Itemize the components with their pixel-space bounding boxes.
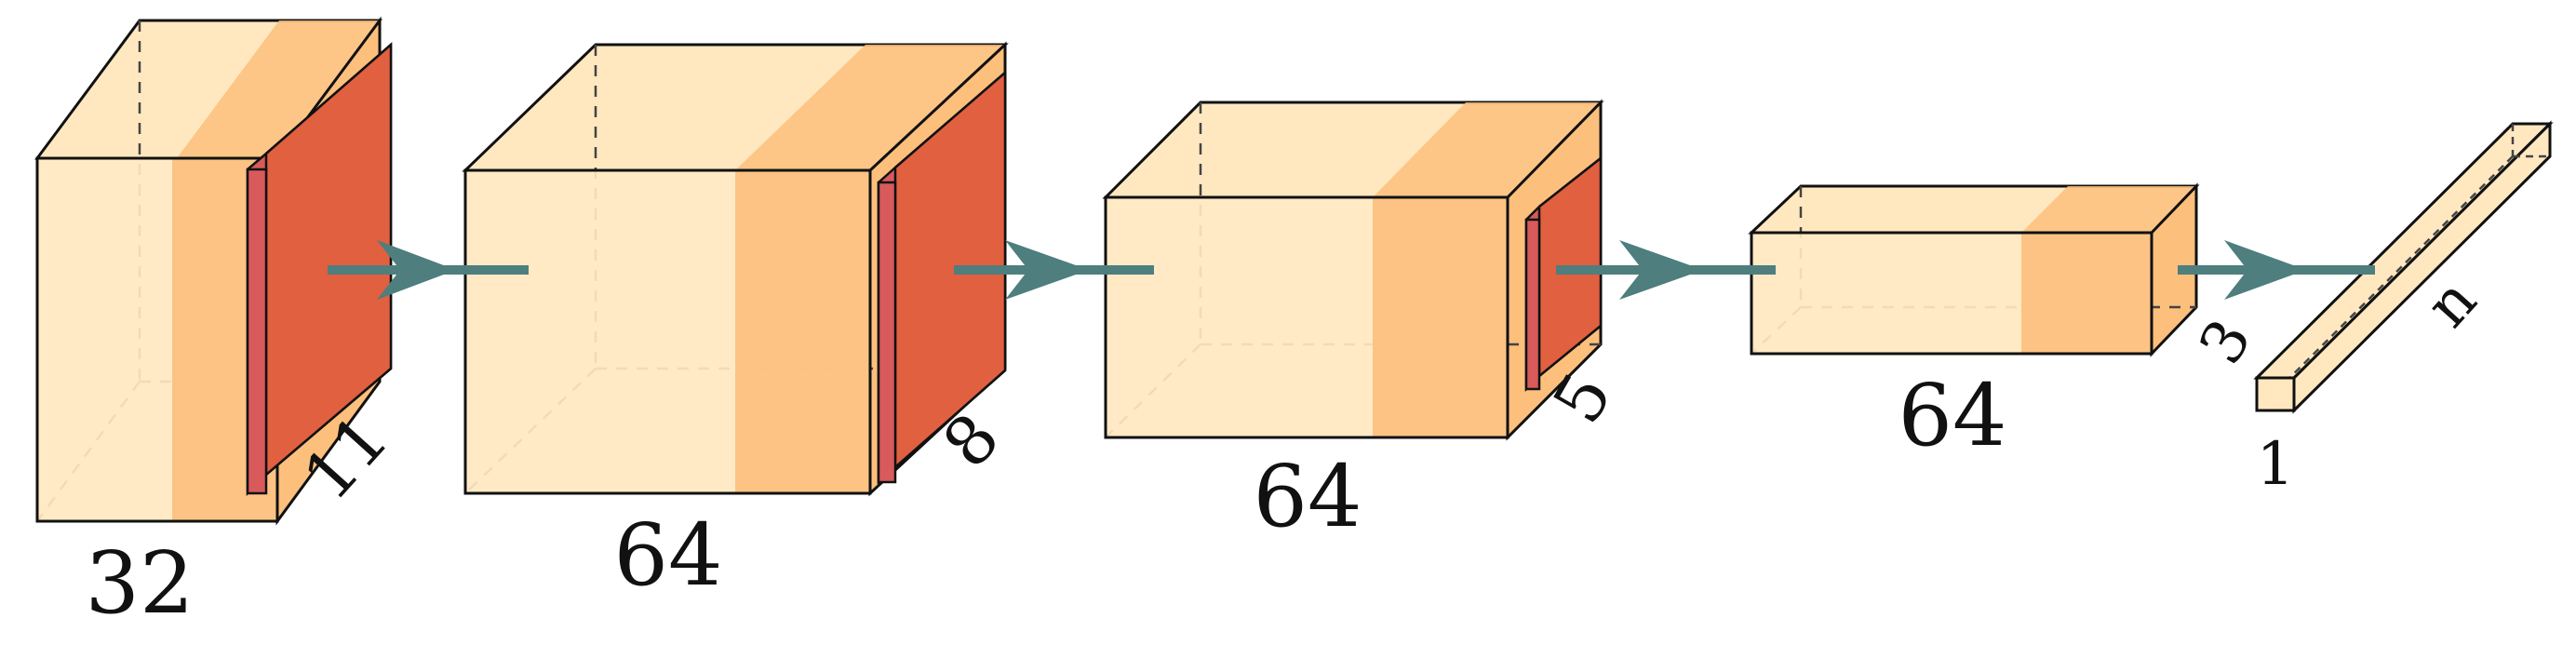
block-3: 64 5: [1102, 99, 1627, 546]
output-vector: 1 3 n: [2187, 120, 2554, 499]
connection-arrowhead-1: [377, 240, 456, 300]
block-4-front-band: [2021, 233, 2152, 354]
output-width-label: 1: [2257, 430, 2295, 499]
block-2-front-band: [735, 170, 870, 493]
block-2: 64 8: [462, 41, 1014, 605]
output-vector-top: [2253, 122, 2554, 380]
block-2-width-label: 64: [613, 505, 722, 605]
block-3-width-label: 64: [1253, 447, 1362, 546]
block-4: 64: [1748, 182, 2200, 465]
block-1-width-label: 32: [85, 533, 194, 633]
connection-arrowhead-2: [1005, 240, 1089, 300]
block-1-top-band: [177, 20, 380, 158]
connection-arrowhead-4: [2224, 240, 2306, 300]
block-3-front-band: [1373, 197, 1508, 437]
connections: [328, 240, 2375, 300]
output-vector-hidden-edge: [2256, 155, 2514, 411]
block-4-top-band: [2021, 186, 2196, 233]
block-4-width-label: 64: [1898, 366, 2006, 465]
block-2-kernel-front: [877, 181, 897, 484]
block-3-top-band: [1373, 102, 1601, 197]
block-3-kernel-front: [1524, 218, 1541, 391]
block-1: 32 11: [34, 16, 403, 633]
block-2-top-band: [735, 45, 1005, 170]
output-vector-front: [2255, 376, 2296, 412]
output-depth-label: 3: [2187, 308, 2265, 375]
connection-arrowhead-3: [1619, 240, 1703, 300]
block-1-kernel-front: [246, 168, 268, 495]
